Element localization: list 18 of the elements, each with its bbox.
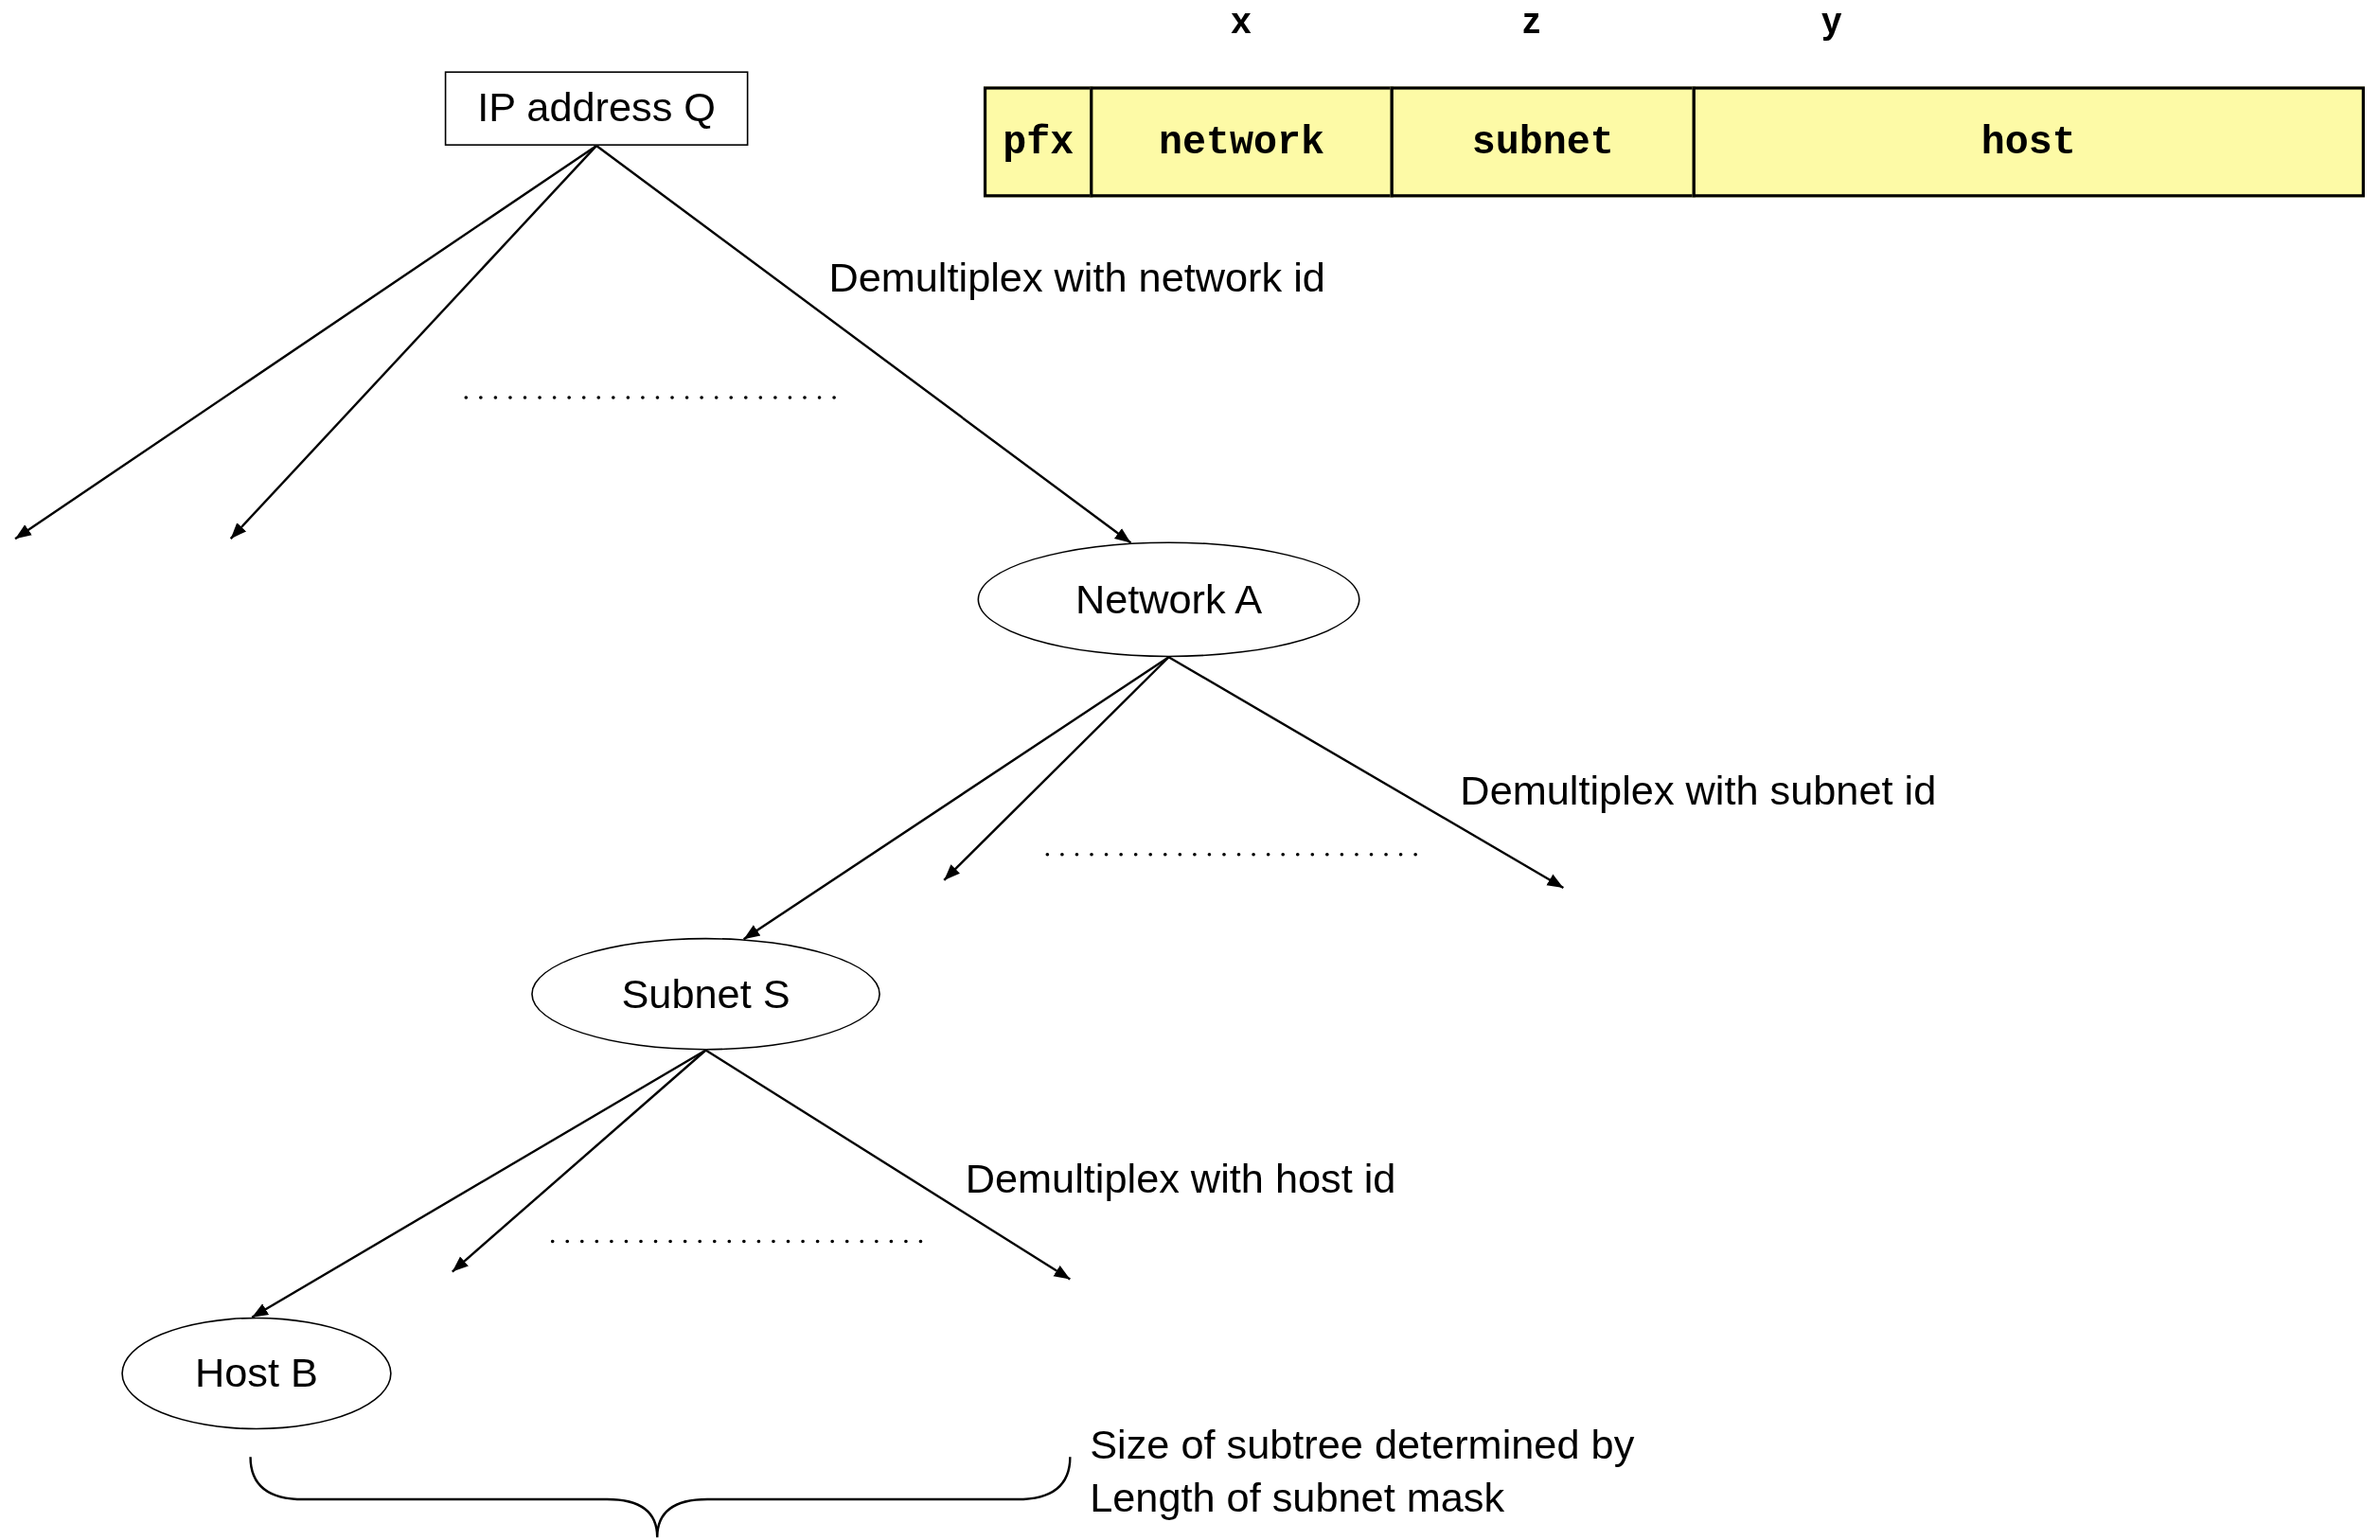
address-field-segment: host xyxy=(1692,86,2365,198)
arrow xyxy=(943,656,1170,881)
annotation-text: Size of subtree determined by Length of subnet mask xyxy=(1090,1421,1636,1523)
annotation-text: Demultiplex with network id xyxy=(828,254,1325,303)
field-width-label: z xyxy=(1522,0,1541,43)
arrow xyxy=(452,1049,707,1273)
annotation-text: Demultiplex with host id xyxy=(965,1155,1396,1204)
ellipse-node: Network A xyxy=(977,541,1360,658)
ellipse-node: Subnet S xyxy=(531,937,880,1051)
annotation-text: Demultiplex with subnet id xyxy=(1460,767,1937,816)
arrow xyxy=(229,145,597,540)
arrow xyxy=(704,1049,1071,1281)
process-box: IP address Q xyxy=(444,71,749,146)
arrow xyxy=(14,144,597,540)
field-width-label: x xyxy=(1231,0,1252,43)
ellipse-node: Host B xyxy=(121,1317,392,1430)
arrow xyxy=(1167,656,1564,889)
field-width-label: y xyxy=(1821,0,1842,43)
